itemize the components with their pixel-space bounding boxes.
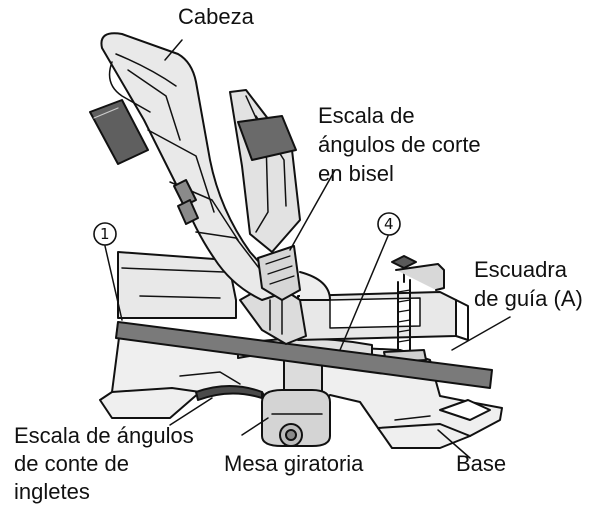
label-miter-scale-line2: de conte de (14, 451, 129, 476)
label-fence-line1: Escuadra (474, 257, 567, 282)
label-turntable: Mesa giratoria (224, 451, 364, 476)
label-bevel-scale-line1: Escala de (318, 103, 415, 128)
leader-turntable (241, 417, 269, 436)
workpiece-board (115, 321, 493, 389)
label-bevel-scale-line2: ángulos de corte (318, 132, 481, 157)
leader-miter-scale (169, 397, 213, 426)
label-base: Base (456, 451, 507, 476)
saw-head (89, 32, 301, 301)
leader-head (164, 39, 183, 61)
label-head: Cabeza (178, 4, 254, 29)
callout-number-4: 4 (384, 215, 394, 233)
callout-circle-1 (93, 222, 117, 246)
leader-fence (451, 316, 511, 351)
label-miter-scale-line1: Escala de ángulos (14, 423, 194, 448)
miter-scale (195, 385, 263, 401)
callout-circle-4 (377, 212, 401, 236)
leader-bevel-scale (289, 169, 336, 251)
leader-lines (104, 39, 511, 459)
leader-base (437, 429, 471, 459)
leader-callout-1 (104, 245, 123, 321)
label-fence-line2: de guía (A) (474, 286, 583, 311)
callout-number-1: 1 (100, 225, 110, 243)
leader-callout-4 (339, 235, 389, 351)
label-bevel-scale-line3: en bisel (318, 161, 394, 186)
label-miter-scale-line3: ingletes (14, 479, 90, 504)
